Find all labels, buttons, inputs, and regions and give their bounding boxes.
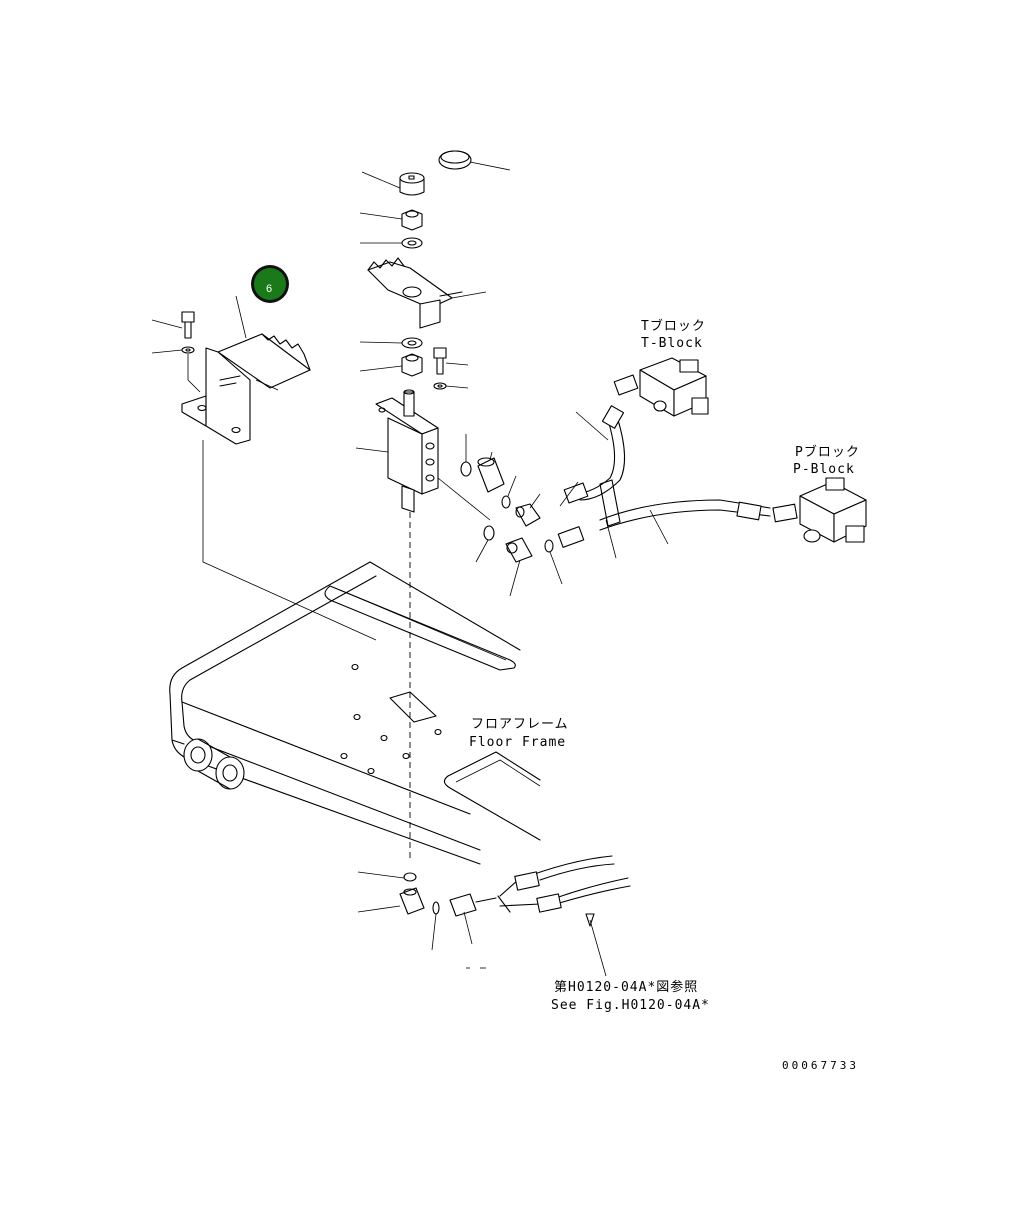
callout-badge-fill [254,268,286,300]
callout-number: 6 [266,283,272,295]
see-fig-en-label: See Fig.H0120-04A* [551,998,710,1013]
floor-frame-jp-label: フロアフレーム [471,717,569,732]
p-block-jp-label: Pブロック [795,444,860,460]
leader-lines [151,161,669,977]
p-block-en-label: P-Block [793,462,855,477]
t-block-jp-label: Tブロック [641,318,706,334]
valve-fittings [437,457,554,563]
hydraulic-hoses [557,405,771,548]
rest-plate-bracket [181,311,377,641]
lower-fittings: 第H0120-04A*図参照 See Fig.H0120-04A* [399,855,710,1013]
t-block: Tブロック T-Block [613,318,709,417]
control-lever-stack [367,150,472,860]
document-number: 00067733 [782,1059,859,1072]
floor-frame-en-label: Floor Frame [469,735,566,750]
floor-frame [169,561,541,865]
see-fig-jp-label: 第H0120-04A*図参照 [554,979,698,995]
p-block: Pブロック P-Block [772,444,867,543]
callout-badge[interactable]: 6 [251,265,289,303]
t-block-en-label: T-Block [641,336,703,351]
